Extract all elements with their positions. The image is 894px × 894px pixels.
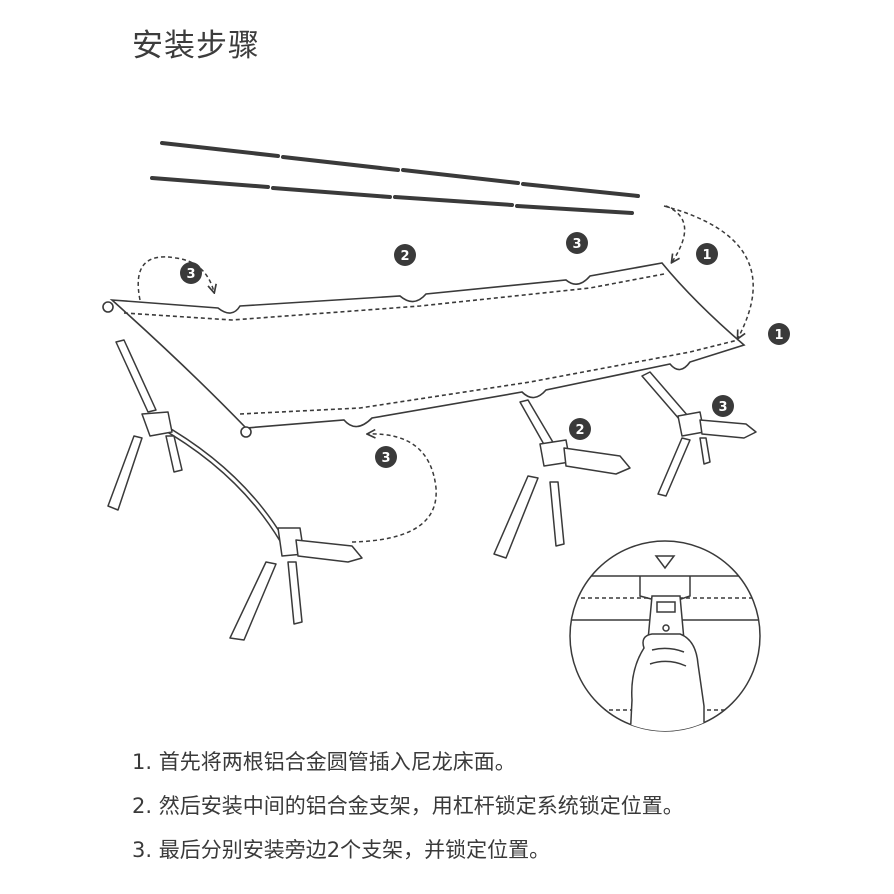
instruction-arrows xyxy=(137,205,754,543)
badge-step-3: 3 xyxy=(712,395,734,417)
arrow-side-bottom xyxy=(351,434,437,543)
badge-step-2: 2 xyxy=(569,418,591,440)
step-3-text: 3. 最后分别安装旁边2个支架，并锁定位置。 xyxy=(132,838,551,862)
tube-top-segment xyxy=(281,155,400,172)
badge-step-1: 1 xyxy=(696,243,718,265)
right-leg xyxy=(699,437,711,465)
tube-bottom-segment xyxy=(150,176,270,189)
aluminum-tubes xyxy=(150,141,640,215)
nylon-bed xyxy=(102,262,746,438)
arrow-insert-tube-1 xyxy=(665,205,686,262)
middle-leg xyxy=(549,481,565,547)
left-leg xyxy=(107,435,143,511)
inset-indicator-triangle xyxy=(654,555,676,570)
tube-bottom-segment xyxy=(515,204,634,215)
badge-step-1: 1 xyxy=(768,323,790,345)
svg-text:3: 3 xyxy=(718,400,727,415)
left-frame-arm xyxy=(115,339,157,413)
tube-bottom-segment xyxy=(271,186,392,199)
left-frame-arc-inner xyxy=(157,422,284,541)
arrow-side-top xyxy=(137,256,214,301)
bed-outline xyxy=(109,262,746,429)
tube-top-segment xyxy=(160,141,280,158)
svg-text:3: 3 xyxy=(381,451,390,466)
cot-assembly-diagram: 1 1 2 2 3 3 3 3 xyxy=(102,141,790,732)
tube-top-segment xyxy=(401,168,520,185)
support-frames xyxy=(107,339,757,641)
lever-detail-inset xyxy=(569,540,761,732)
instruction-steps: 1. 首先将两根铝合金圆管插入尼龙床面。 2. 然后安装中间的铝合金支架，用杠杆… xyxy=(132,742,684,874)
badge-step-3: 3 xyxy=(375,446,397,468)
bed-stitch-top xyxy=(123,273,665,321)
svg-text:2: 2 xyxy=(575,423,584,438)
middle-leg xyxy=(493,475,539,559)
svg-text:3: 3 xyxy=(186,267,195,282)
inset-hand xyxy=(629,633,705,731)
left-leg xyxy=(229,561,277,641)
middle-frame-arm xyxy=(519,399,555,449)
badge-step-3: 3 xyxy=(180,262,202,284)
right-lever-handle xyxy=(699,419,757,439)
badge-step-3: 3 xyxy=(566,232,588,254)
badge-step-2: 2 xyxy=(394,244,416,266)
middle-lever-handle xyxy=(563,447,631,475)
svg-text:1: 1 xyxy=(774,328,783,343)
tube-end-cap xyxy=(102,301,114,313)
left-frame-arc xyxy=(156,421,285,542)
step-2-text: 2. 然后安装中间的铝合金支架，用杠杆锁定系统锁定位置。 xyxy=(132,794,684,818)
left-frame-lever xyxy=(141,411,173,437)
step-1-text: 1. 首先将两根铝合金圆管插入尼龙床面。 xyxy=(132,750,516,774)
svg-text:3: 3 xyxy=(572,237,581,252)
tube-top-segment xyxy=(521,182,640,198)
left-leg xyxy=(287,561,303,625)
callout-badges: 1 1 2 2 3 3 3 3 xyxy=(180,232,790,468)
page-title: 安装步骤 xyxy=(132,28,260,64)
left-lever-handle xyxy=(295,539,363,563)
svg-text:1: 1 xyxy=(702,248,711,263)
left-leg xyxy=(165,435,183,473)
right-frame-arm xyxy=(641,371,689,421)
right-leg xyxy=(657,437,691,497)
inset-lever-slot xyxy=(656,601,676,613)
svg-text:2: 2 xyxy=(400,249,409,264)
tube-end-cap xyxy=(240,426,252,438)
bed-stitch-bottom xyxy=(239,339,739,415)
arrow-insert-tube-2 xyxy=(663,205,754,338)
tube-bottom-segment xyxy=(393,195,514,207)
inset-bracket xyxy=(639,576,691,601)
